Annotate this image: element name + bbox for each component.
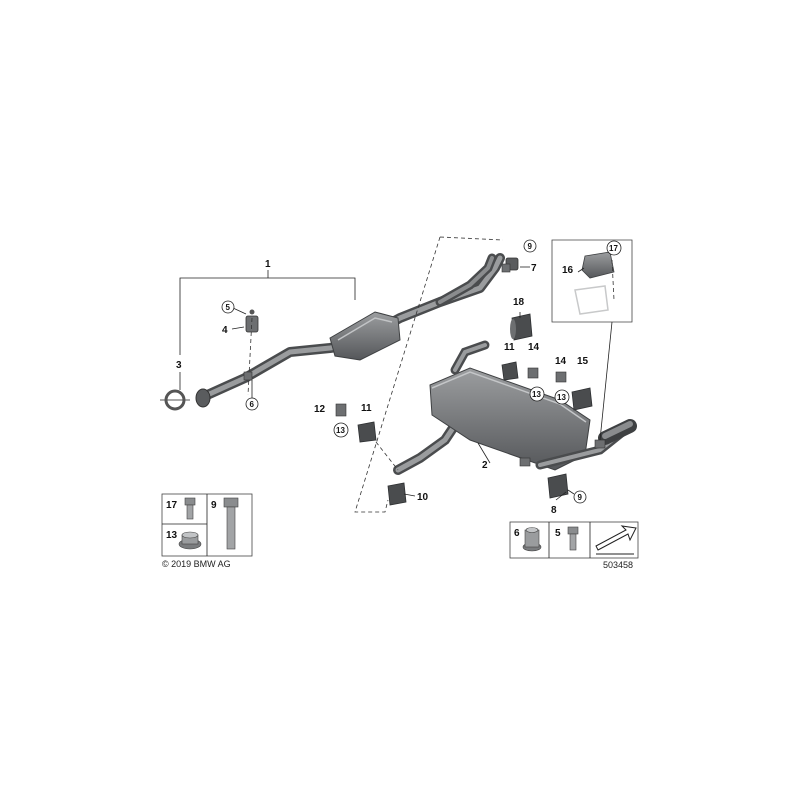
callout-8: 8 (551, 505, 557, 516)
callout-11-left: 11 (361, 403, 372, 414)
bracket-part-12 (335, 403, 347, 417)
copyright-text: © 2019 BMW AG (162, 559, 231, 569)
legend-number-13: 13 (166, 530, 178, 541)
rubber-mount-part-11-left (357, 421, 377, 443)
callout-14-left: 14 (528, 342, 540, 353)
fastener-legend-right: 6 5 503458 (509, 521, 639, 570)
callout-12: 12 (314, 404, 326, 415)
callout-17: 17 (609, 244, 618, 253)
rear-muffler-part (393, 340, 637, 475)
bracket-part-4 (243, 309, 259, 396)
callout-13-left: 13 (336, 426, 345, 435)
rubber-mount-part-10 (387, 482, 407, 506)
rubber-mount-part-15 (571, 387, 593, 411)
callout-9-bottom: 9 (578, 493, 583, 502)
diagram-id-text: 503458 (603, 560, 633, 570)
callout-9-top: 9 (528, 242, 533, 251)
direction-arrow-icon (595, 525, 637, 555)
legend-number-5: 5 (555, 528, 561, 539)
callout-4: 4 (222, 325, 228, 336)
inset-detail-box (551, 239, 633, 441)
callout-18: 18 (513, 297, 525, 308)
callout-labels: 1 2 3 4 5 6 7 8 9 9 10 11 11 12 13 13 13… (176, 239, 622, 516)
callout-10: 10 (417, 492, 429, 503)
flange-nut-13-icon (178, 531, 202, 550)
screw-5-icon (567, 526, 579, 551)
callout-5: 5 (226, 303, 231, 312)
callout-13-mid: 13 (532, 390, 541, 399)
callout-6: 6 (250, 400, 255, 409)
clamp-part-3 (160, 389, 190, 411)
legend-number-6: 6 (514, 528, 520, 539)
fastener-legend-left: 17 9 13 © 2019 BMW AG (161, 493, 253, 569)
callout-16: 16 (562, 265, 574, 276)
nut-6-icon (522, 527, 542, 552)
callout-15: 15 (577, 356, 589, 367)
callout-3: 3 (176, 360, 182, 371)
bracket-part-14-left (527, 367, 539, 379)
leader-lines (179, 266, 585, 501)
bolt-17-icon (184, 497, 196, 520)
callout-11-right: 11 (504, 342, 515, 353)
hanger-part-7 (501, 257, 519, 273)
callout-14-right: 14 (555, 356, 567, 367)
callout-1: 1 (265, 259, 271, 270)
front-pipe-part (195, 253, 505, 408)
rubber-mount-part-8 (547, 473, 569, 499)
callout-13-right: 13 (557, 393, 566, 402)
rubber-mount-part-11-right (501, 361, 519, 381)
callout-2: 2 (482, 460, 488, 471)
legend-number-9: 9 (211, 500, 217, 511)
callout-7: 7 (531, 263, 537, 274)
rubber-mount-part-18 (510, 313, 533, 341)
bracket-part-14-right (555, 371, 567, 383)
long-bolt-9-icon (223, 497, 239, 550)
legend-number-17: 17 (166, 500, 178, 511)
